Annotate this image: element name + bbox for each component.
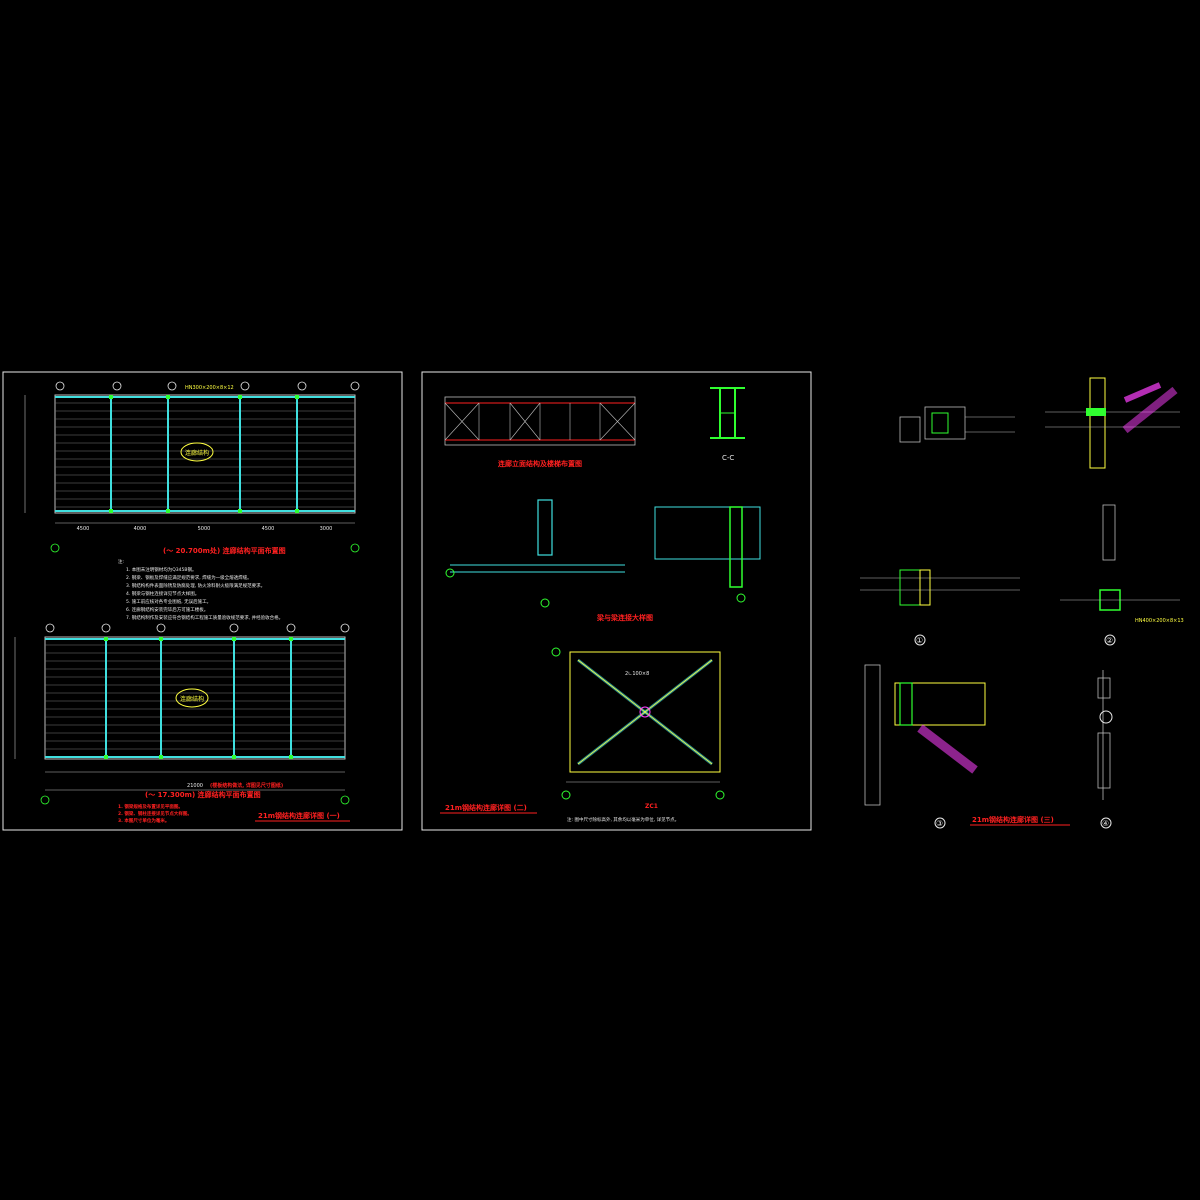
general-notes: 注: 1. 本图未注明钢材均为Q345B钢。 2. 钢梁、钢板及焊缝应满足规范要… — [118, 558, 283, 621]
svg-text:3. 本图尺寸单位为毫米。: 3. 本图尺寸单位为毫米。 — [118, 817, 169, 824]
svg-text:5. 施工前应核对各专业图纸, 无误后施工。: 5. 施工前应核对各专业图纸, 无误后施工。 — [126, 598, 211, 605]
bracing-detail: 2∟100×8 — [551, 647, 725, 800]
left-sheet-title: 21m钢结构连廊详图 (一) — [258, 811, 340, 820]
sheet-left: 连廊结构 4500 4000 5000 4500 3000 HN300×200×… — [2, 371, 403, 831]
svg-text:3. 钢结构构件表面除锈及防腐处理, 防火涂料耐火极限满足规: 3. 钢结构构件表面除锈及防腐处理, 防火涂料耐火极限满足规范要求。 — [126, 582, 265, 589]
red-notes: 1. 钢梁规格及布置详见平面图。 2. 钢梁、钢柱连接详见节点大样图。 3. 本… — [118, 803, 192, 824]
plan2-title: (～ 17.300m) 连廊结构平面布置图 — [145, 790, 261, 799]
svg-text:4. 钢梁与钢柱连接详见节点大样图。: 4. 钢梁与钢柱连接详见节点大样图。 — [126, 590, 199, 597]
middle-sheet-title: 21m钢结构连廊详图 (二) — [445, 803, 527, 812]
node-3-label: ③ — [936, 819, 943, 828]
node-4-label: ④ — [1102, 819, 1109, 828]
plan-1: 连廊结构 4500 4000 5000 4500 3000 HN300×200×… — [24, 381, 360, 555]
beam-joint: 梁与梁连接大样图 — [445, 499, 761, 622]
plan-2: 连廊结构 21000 (楼板结构做法, 详图见尺寸图纸) (～ 17.300m)… — [14, 623, 350, 805]
plan1-badge: 连廊结构 — [185, 449, 209, 457]
section-label: C-C — [722, 454, 734, 462]
sheet-right: ① ② HN400×200×8×13 ③ ④ 21m钢结构连廊详图 (三) — [860, 377, 1184, 829]
elevation: 连廊立面结构及楼梯布置图 — [444, 396, 636, 468]
plan2-subtitle: (楼板结构做法, 详图见尺寸图纸) — [210, 782, 283, 789]
plan1-dimension-row: 4500 4000 5000 4500 3000 — [55, 522, 355, 532]
joint-title: 梁与梁连接大样图 — [596, 613, 653, 622]
right-beam-label: HN400×200×8×13 — [1135, 618, 1184, 624]
plan2-badge: 连廊结构 — [180, 695, 204, 703]
svg-text:4500: 4500 — [77, 526, 90, 532]
svg-text:3000: 3000 — [320, 526, 333, 532]
svg-text:1. 钢梁规格及布置详见平面图。: 1. 钢梁规格及布置详见平面图。 — [118, 803, 183, 810]
sheet-middle: 连廊立面结构及楼梯布置图 C-C 梁与梁连接大样图 — [421, 371, 812, 831]
middle-id-label: ZC1 — [645, 803, 658, 810]
plan1-title: (～ 20.700m处) 连廊结构平面布置图 — [163, 546, 286, 555]
middle-note: 注: 图中尺寸除标高外, 其余均以毫米为单位, 详见节点。 — [567, 816, 679, 823]
node-1-label: ① — [916, 636, 923, 645]
plan2-dim: 21000 — [187, 783, 203, 789]
svg-text:5000: 5000 — [198, 526, 211, 532]
brace-label: 2∟100×8 — [625, 671, 649, 677]
plan1-axis-bubbles — [50, 381, 360, 553]
svg-text:7. 钢结构制作及安装应符合钢结构工程施工质量验收规范要求,: 7. 钢结构制作及安装应符合钢结构工程施工质量验收规范要求, 并经验收合格。 — [126, 614, 283, 621]
svg-text:4000: 4000 — [134, 526, 147, 532]
elevation-title: 连廊立面结构及楼梯布置图 — [498, 459, 582, 468]
svg-text:4500: 4500 — [262, 526, 275, 532]
section-cc: C-C — [710, 387, 745, 462]
svg-text:2. 钢梁、钢柱连接详见节点大样图。: 2. 钢梁、钢柱连接详见节点大样图。 — [118, 810, 192, 817]
svg-text:6. 连廊钢结构安装完毕后方可施工楼板。: 6. 连廊钢结构安装完毕后方可施工楼板。 — [126, 606, 208, 613]
plan1-beam-label: HN300×200×8×12 — [185, 385, 234, 391]
svg-text:2. 钢梁、钢板及焊缝应满足规范要求, 焊缝为一级全熔透焊缝: 2. 钢梁、钢板及焊缝应满足规范要求, 焊缝为一级全熔透焊缝。 — [126, 574, 252, 581]
right-sheet-title: 21m钢结构连廊详图 (三) — [972, 815, 1054, 824]
svg-text:1. 本图未注明钢材均为Q345B钢。: 1. 本图未注明钢材均为Q345B钢。 — [126, 566, 196, 573]
node-2-label: ② — [1106, 636, 1113, 645]
svg-text:注:: 注: — [118, 558, 124, 565]
